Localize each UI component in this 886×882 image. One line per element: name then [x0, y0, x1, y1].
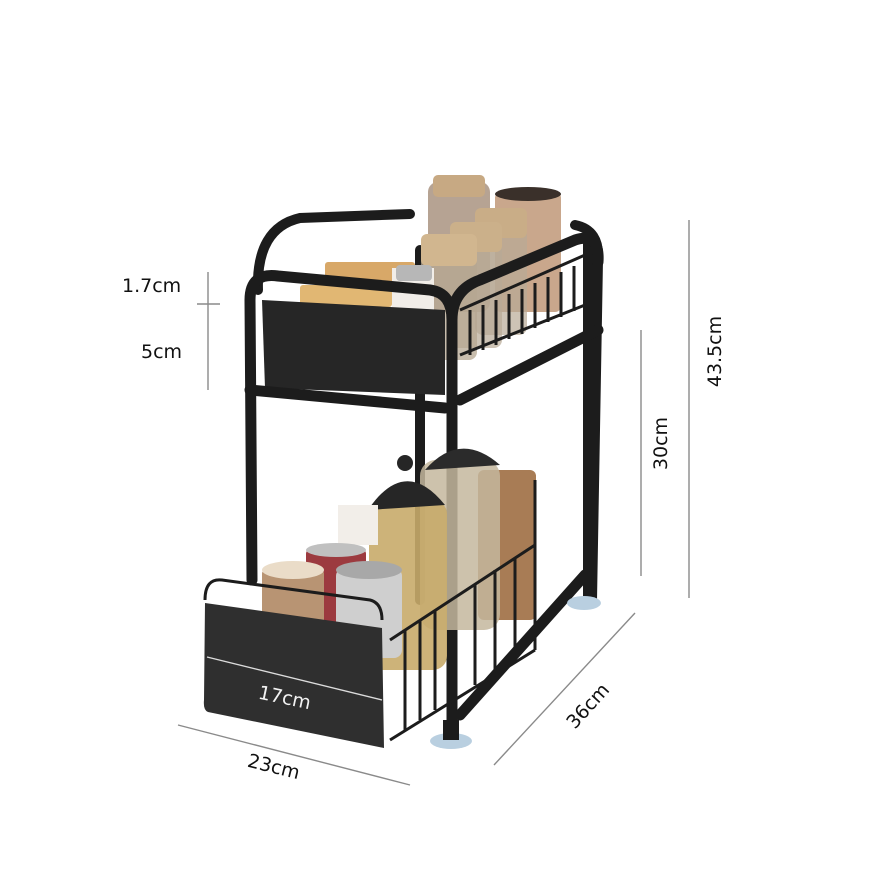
lower-basket-front-panel: [203, 603, 384, 748]
dimension-panel-height: 5cm: [141, 341, 183, 363]
lower-basket-items: [262, 448, 536, 670]
dimension-lower-height: 30cm: [650, 416, 673, 471]
dimension-lines: [177, 220, 690, 786]
upper-basket: [262, 253, 586, 395]
suction-feet: [430, 596, 601, 749]
dimension-panel-gap: 1.7cm: [122, 275, 182, 297]
dimension-total-height: 43.5cm: [704, 315, 727, 388]
